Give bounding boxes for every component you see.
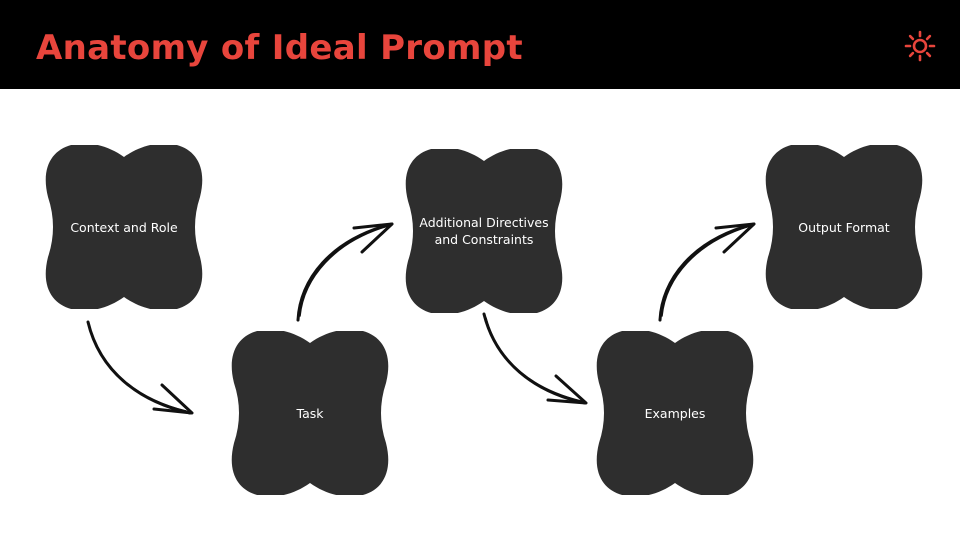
node-label: Examples xyxy=(644,405,706,421)
diagram-canvas: Context and Role Task Additional Directi… xyxy=(0,89,960,540)
sun-icon xyxy=(904,30,936,62)
node-output-format: Output Format xyxy=(762,145,926,309)
node-task: Task xyxy=(228,331,392,495)
node-context-and-role: Context and Role xyxy=(42,145,206,309)
node-shape xyxy=(45,145,203,309)
node-label: Task xyxy=(296,405,324,421)
node-examples: Examples xyxy=(593,331,757,495)
node-shape xyxy=(231,331,389,495)
header-bar: Anatomy of Ideal Prompt xyxy=(0,0,960,89)
node-label: Output Format xyxy=(798,219,890,235)
node-additional-directives: Additional Directives and Constraints xyxy=(402,149,566,313)
page-title: Anatomy of Ideal Prompt xyxy=(36,28,523,68)
node-label: Context and Role xyxy=(70,219,178,235)
node-shape xyxy=(405,149,563,313)
node-shape xyxy=(596,331,754,495)
node-label: Additional Directives and Constraints xyxy=(419,215,549,247)
node-shape xyxy=(765,145,923,309)
